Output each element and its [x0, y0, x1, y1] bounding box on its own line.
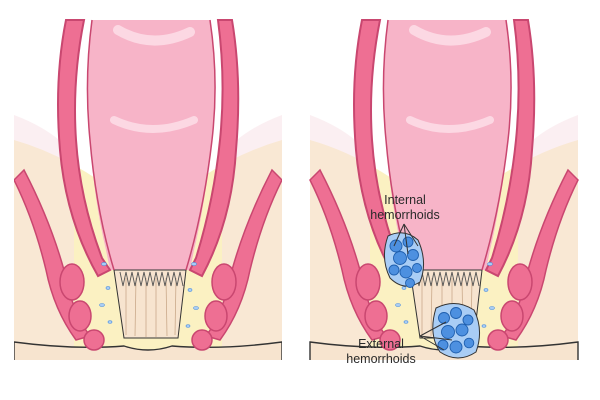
external-hemorrhoid-cluster: [432, 303, 480, 359]
normal-anatomy-panel: [14, 20, 282, 365]
external-pointer-lines: [419, 321, 453, 351]
internal-label-line2: hemorrhoids: [370, 208, 439, 222]
internal-hemorrhoids-label: Internal hemorrhoids: [370, 193, 439, 222]
hemorrhoids-anatomy-panel: [310, 20, 578, 365]
external-label-line1: External: [358, 337, 404, 351]
internal-pointer-lines: [393, 223, 419, 255]
internal-hemorrhoid-cluster: [384, 232, 424, 288]
external-hemorrhoids-label: External hemorrhoids: [346, 337, 415, 366]
internal-label-line1: Internal: [384, 193, 426, 207]
external-label-line2: hemorrhoids: [346, 352, 415, 366]
